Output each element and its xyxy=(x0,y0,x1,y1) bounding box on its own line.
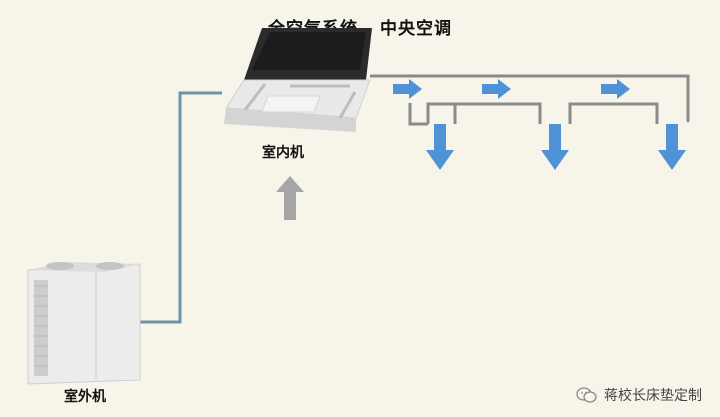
airflow-arrow-right xyxy=(482,79,511,99)
indoor-unit-label: 室内机 xyxy=(262,145,304,161)
airflow-arrow-right xyxy=(601,79,630,99)
airflow-arrow-down xyxy=(426,124,454,170)
airflow-arrow-down xyxy=(658,124,686,170)
wechat-icon xyxy=(576,387,597,403)
duct-network xyxy=(370,74,690,126)
watermark-text: 蒋校长床垫定制 xyxy=(604,388,702,404)
indoor-unit-image xyxy=(224,28,372,132)
return-air-arrow xyxy=(276,176,304,220)
airflow-arrow-right xyxy=(393,79,422,99)
outdoor-unit-image xyxy=(27,262,141,385)
watermark: 蒋校长床垫定制 xyxy=(576,385,702,405)
refrigerant-pipe xyxy=(140,91,222,324)
airflow-arrow-down xyxy=(541,124,569,170)
airflow-arrows-horizontal xyxy=(393,79,630,99)
outdoor-unit-label: 室外机 xyxy=(64,389,106,405)
airflow-arrows-down xyxy=(426,124,686,170)
